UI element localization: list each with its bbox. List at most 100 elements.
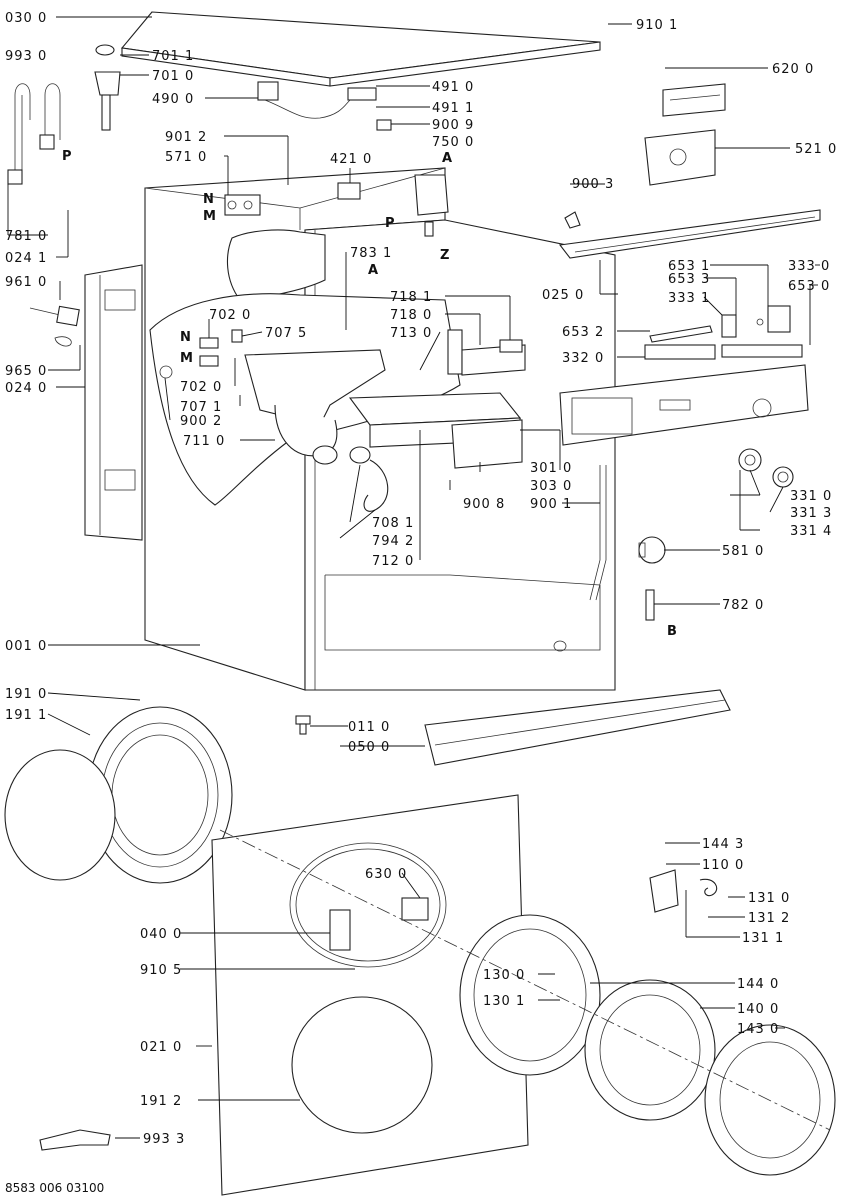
- callout-301-0: 301 0: [530, 461, 572, 476]
- callout-900-3: 900 3: [572, 177, 614, 192]
- callout-030-0: 030 0: [5, 11, 47, 26]
- callout-653-2: 653 2: [562, 325, 604, 340]
- callout-712-0: 712 0: [372, 554, 414, 569]
- outer-door-frame-part: [704, 1024, 836, 1176]
- callout-001-0: 001 0: [5, 639, 47, 654]
- callout-491-1: 491 1: [432, 101, 474, 116]
- marker-m-valve: M: [203, 209, 216, 224]
- callout-900-1: 900 1: [530, 497, 572, 512]
- pressure-switch-part: [638, 536, 666, 564]
- callout-131-2: 131 2: [748, 911, 790, 926]
- callout-130-0: 130 0: [483, 968, 525, 983]
- marker-b: B: [667, 624, 677, 639]
- callout-794-2: 794 2: [372, 534, 414, 549]
- callout-701-0: 701 0: [152, 69, 194, 84]
- inlet-hose-part: [7, 83, 61, 185]
- callout-900-8: 900 8: [463, 497, 505, 512]
- callout-491-0: 491 0: [432, 80, 474, 95]
- callout-labels: 030 0 910 1 993 0 701 1 701 0 490 0 491 …: [5, 11, 836, 1147]
- callout-707-1: 707 1: [180, 400, 222, 415]
- control-module-part: [644, 129, 716, 186]
- callout-707-5: 707 5: [265, 326, 307, 341]
- callout-011-0: 011 0: [348, 720, 390, 735]
- pump-motor-part: [414, 174, 449, 237]
- callout-910-5: 910 5: [140, 963, 182, 978]
- callout-630-0: 630 0: [365, 867, 407, 882]
- callout-144-3: 144 3: [702, 837, 744, 852]
- door-glass-part: [584, 979, 716, 1121]
- valve-tube-part: [94, 44, 121, 131]
- door-gasket-part: [87, 706, 233, 884]
- callout-901-2: 901 2: [165, 130, 207, 145]
- callout-620-0: 620 0: [772, 62, 814, 77]
- front-panel-part: [211, 794, 529, 1196]
- leader-lines: [7, 16, 820, 1139]
- callout-131-0: 131 0: [748, 891, 790, 906]
- callout-024-1: 024 1: [5, 251, 47, 266]
- marker-m-fitting: M: [180, 351, 193, 366]
- callout-718-0: 718 0: [390, 308, 432, 323]
- control-rail-part: [558, 209, 821, 259]
- callout-021-0: 021 0: [140, 1040, 182, 1055]
- callout-130-1: 130 1: [483, 994, 525, 1009]
- callout-900-2: 900 2: [180, 414, 222, 429]
- callout-708-1: 708 1: [372, 516, 414, 531]
- callout-718-1: 718 1: [390, 290, 432, 305]
- callout-581-0: 581 0: [722, 544, 764, 559]
- document-reference: 8583 006 03100: [5, 1181, 104, 1195]
- callout-713-0: 713 0: [390, 326, 432, 341]
- worktop-lid-part: [120, 11, 601, 87]
- door-lock-part: [401, 897, 429, 921]
- detergent-drawer-part: [348, 392, 523, 469]
- electronic-board-part: [662, 83, 726, 117]
- callout-961-0: 961 0: [5, 275, 47, 290]
- callout-910-1: 910 1: [636, 18, 678, 33]
- tool-part: [39, 1129, 111, 1151]
- capacitor-part: [337, 182, 361, 200]
- callout-140-0: 140 0: [737, 1002, 779, 1017]
- callout-653-0: 653 0: [788, 279, 830, 294]
- callout-702-0-bottom: 702 0: [180, 380, 222, 395]
- callout-331-4: 331 4: [790, 524, 832, 539]
- tube-part: [645, 589, 655, 621]
- callout-050-0: 050 0: [348, 740, 390, 755]
- knob-part: [738, 448, 794, 488]
- callout-024-0: 024 0: [5, 381, 47, 396]
- door-handle-part: [649, 869, 718, 913]
- callout-191-1: 191 1: [5, 708, 47, 723]
- callout-783-1: 783 1: [350, 246, 392, 261]
- letter-markers: P A N M P Z A N M B: [62, 149, 677, 639]
- marker-p-lock: P: [385, 216, 395, 231]
- callout-332-0: 332 0: [562, 351, 604, 366]
- callout-191-2: 191 2: [140, 1094, 182, 1109]
- bolt-part: [29, 305, 80, 347]
- axis-lines: [219, 829, 831, 1131]
- callout-421-0: 421 0: [330, 152, 372, 167]
- callout-653-1: 653 1: [668, 259, 710, 274]
- callout-040-0: 040 0: [140, 927, 182, 942]
- callout-333-1: 333 1: [668, 291, 710, 306]
- callout-993-3: 993 3: [143, 1132, 185, 1147]
- drawer-handle-part: [447, 329, 526, 376]
- marker-n-fitting: N: [180, 330, 191, 345]
- hinge-part: [329, 909, 351, 951]
- marker-a-tube: A: [368, 263, 378, 278]
- callout-143-0: 143 0: [737, 1022, 779, 1037]
- lever-part: [721, 305, 791, 338]
- marker-a-lock: A: [442, 151, 452, 166]
- callout-653-3: 653 3: [668, 272, 710, 287]
- wiring-harness-part: [589, 465, 607, 601]
- power-cable-part: [257, 81, 351, 119]
- callout-333-0: 333 0: [788, 259, 830, 274]
- foot-part: [295, 715, 311, 735]
- plinth-part: [424, 689, 731, 766]
- callout-331-3: 331 3: [790, 506, 832, 521]
- dispenser-housing-part: [244, 349, 386, 465]
- marker-n-valve: N: [203, 192, 214, 207]
- clip-part: [564, 211, 581, 229]
- callout-303-0: 303 0: [530, 479, 572, 494]
- callout-900-9: 900 9: [432, 118, 474, 133]
- callout-711-0: 711 0: [183, 434, 225, 449]
- callout-781-0: 781 0: [5, 229, 47, 244]
